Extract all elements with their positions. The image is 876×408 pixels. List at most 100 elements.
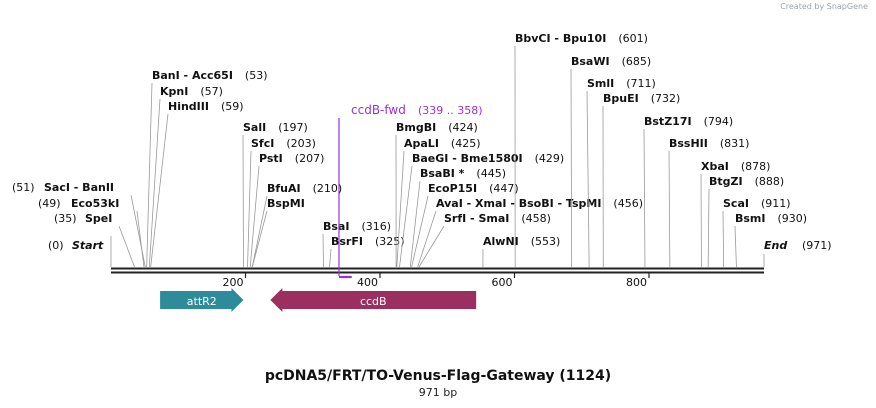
scale-tick-label-600: 600 [492,276,513,289]
connector-bstz17i [643,128,646,268]
enzyme-bsawi: BsaWI [571,55,610,68]
connector-bsabi [409,180,421,268]
enzyme-srfi-smai: SrfI - SmaI [444,212,509,225]
enzyme-bstz17i: BstZ17I [644,115,692,128]
primer-label: ccdB-fwd [351,103,406,117]
enzyme-pos-psti: (207) [295,152,325,165]
enzyme-apali: ApaLI [404,137,439,150]
enzyme-btgzi: BtgZI [709,175,743,188]
enzyme-pos-bsrfi: (325) [375,235,405,248]
enzyme-bsmi: BsmI [735,212,766,225]
enzyme-bspmi: BspMI [267,197,305,210]
enzyme-pos-bsmi: (930) [778,212,808,225]
enzyme-pos-eco53ki: (49) [38,197,61,210]
enzyme-bmgbi: BmgBI [396,121,436,134]
enzyme-psti: PstI [259,152,283,165]
connector-btgzi [707,188,710,268]
connector-bani-acc65i [146,82,153,268]
enzyme-pos-bfuai: (210) [313,182,343,195]
enzyme-baegi-bme1580i: BaeGI - Bme1580I [412,152,523,165]
enzyme-pos-btgzi: (888) [755,175,785,188]
connector-spei [118,225,135,268]
enzyme-bsabi: BsaBI * [420,167,465,180]
enzyme-scai: ScaI [723,197,749,210]
feature-attr2-label: attR2 [187,295,217,308]
enzyme-pos-bani-acc65i: (53) [245,69,268,82]
enzyme-pos-smli: (711) [626,77,656,90]
enzyme-bsrfi: BsrFI [331,235,363,248]
enzyme-pos-avai-xmai-bsobi-tspmi: (456) [613,197,643,210]
feature-attr2-arrow [160,288,244,312]
enzyme-pos-ecop15i: (447) [489,182,519,195]
enzyme-pos-bpuei: (732) [651,92,681,105]
enzyme-pos-bsabi: (445) [476,167,506,180]
enzyme-bsshii: BssHII [669,137,708,150]
enzyme-pos-srfi-smai: (458) [521,212,551,225]
enzyme-pos-apali: (425) [451,137,481,150]
enzyme-sfci: SfcI [251,137,274,150]
connector-srfi-smai [418,225,445,268]
connector-eco53ki [136,210,145,268]
enzyme-spei: SpeI [85,212,112,225]
enzyme-pos-scai: (911) [761,197,791,210]
scale-tick-label-400: 400 [357,276,378,289]
enzyme-pos-xbai: (878) [741,160,771,173]
end-position: (971) [802,239,832,252]
enzyme-pos-bsawi: (685) [622,55,652,68]
enzyme-xbai: XbaI [701,160,729,173]
feature-ccdb-label: ccdB [360,295,387,308]
enzyme-pos-saci-banii: (51) [12,181,35,194]
enzyme-eco53ki: Eco53kI [71,197,119,210]
connector-bspmi [251,210,268,268]
enzyme-pos-kpni: (57) [200,85,223,98]
enzyme-pos-spei: (35) [54,212,77,225]
connector-bsmi [734,225,737,268]
connector-avai-xmai-bsobi-tspmi [417,210,437,268]
snapgene-credit: Created by SnapGene [780,2,868,11]
enzyme-hindiii: HindIII [168,100,209,113]
enzyme-sali: SalI [243,121,266,134]
connector-hindiii [150,113,169,268]
enzyme-pos-bmgbi: (424) [448,121,478,134]
enzyme-pos-alwni: (553) [531,235,561,248]
enzyme-smli: SmlI [587,77,614,90]
connector-bsawi [570,68,573,268]
enzyme-pos-bsai: (316) [361,220,391,233]
connector-apali [396,150,405,268]
enzyme-ecop15i: EcoP15I [428,182,477,195]
connector-baegi-bme1580i [399,165,413,268]
scale-tick-label-800: 800 [626,276,647,289]
enzyme-pos-bsshii: (831) [720,137,750,150]
enzyme-pos-hindiii: (59) [221,100,244,113]
enzyme-bsai: BsaI [323,220,349,233]
primer-range: (339 .. 358) [418,104,483,117]
enzyme-bpuei: BpuEI [603,92,639,105]
enzyme-bani-acc65i: BanI - Acc65I [152,69,233,82]
connector-saci-banii [130,194,146,268]
connector-psti [249,165,260,268]
enzyme-pos-bstz17i: (794) [704,115,734,128]
start-label: Start [72,239,104,252]
connector-ecop15i [411,195,429,268]
enzyme-saci-banii: SacI - BanII [44,181,114,194]
connector-bsrfi [329,248,332,268]
connector-scai [722,210,725,268]
enzyme-pos-sali: (197) [278,121,308,134]
feature-ccdb-arrow [270,288,477,312]
connector-sfci [247,150,252,268]
connector-bfuai [251,195,268,268]
enzyme-pos-sfci: (203) [286,137,316,150]
enzyme-avai-xmai-bsobi-tspmi: AvaI - XmaI - BsoBI - TspMI [436,197,601,210]
enzyme-bbvci-bpu10i: BbvCI - Bpu10I [515,32,606,45]
enzyme-pos-bbvci-bpu10i: (601) [618,32,648,45]
connector-bsai [322,233,324,268]
connector-kpni [148,98,161,268]
connector-bsshii [668,150,671,268]
map-title: pcDNA5/FRT/TO-Venus-Flag-Gateway (1124) [264,368,612,384]
map-length: 971 bp [418,386,458,399]
end-label: End [764,239,787,252]
scale-tick-label-200: 200 [223,276,244,289]
enzyme-bfuai: BfuAI [267,182,301,195]
enzyme-kpni: KpnI [160,85,188,98]
